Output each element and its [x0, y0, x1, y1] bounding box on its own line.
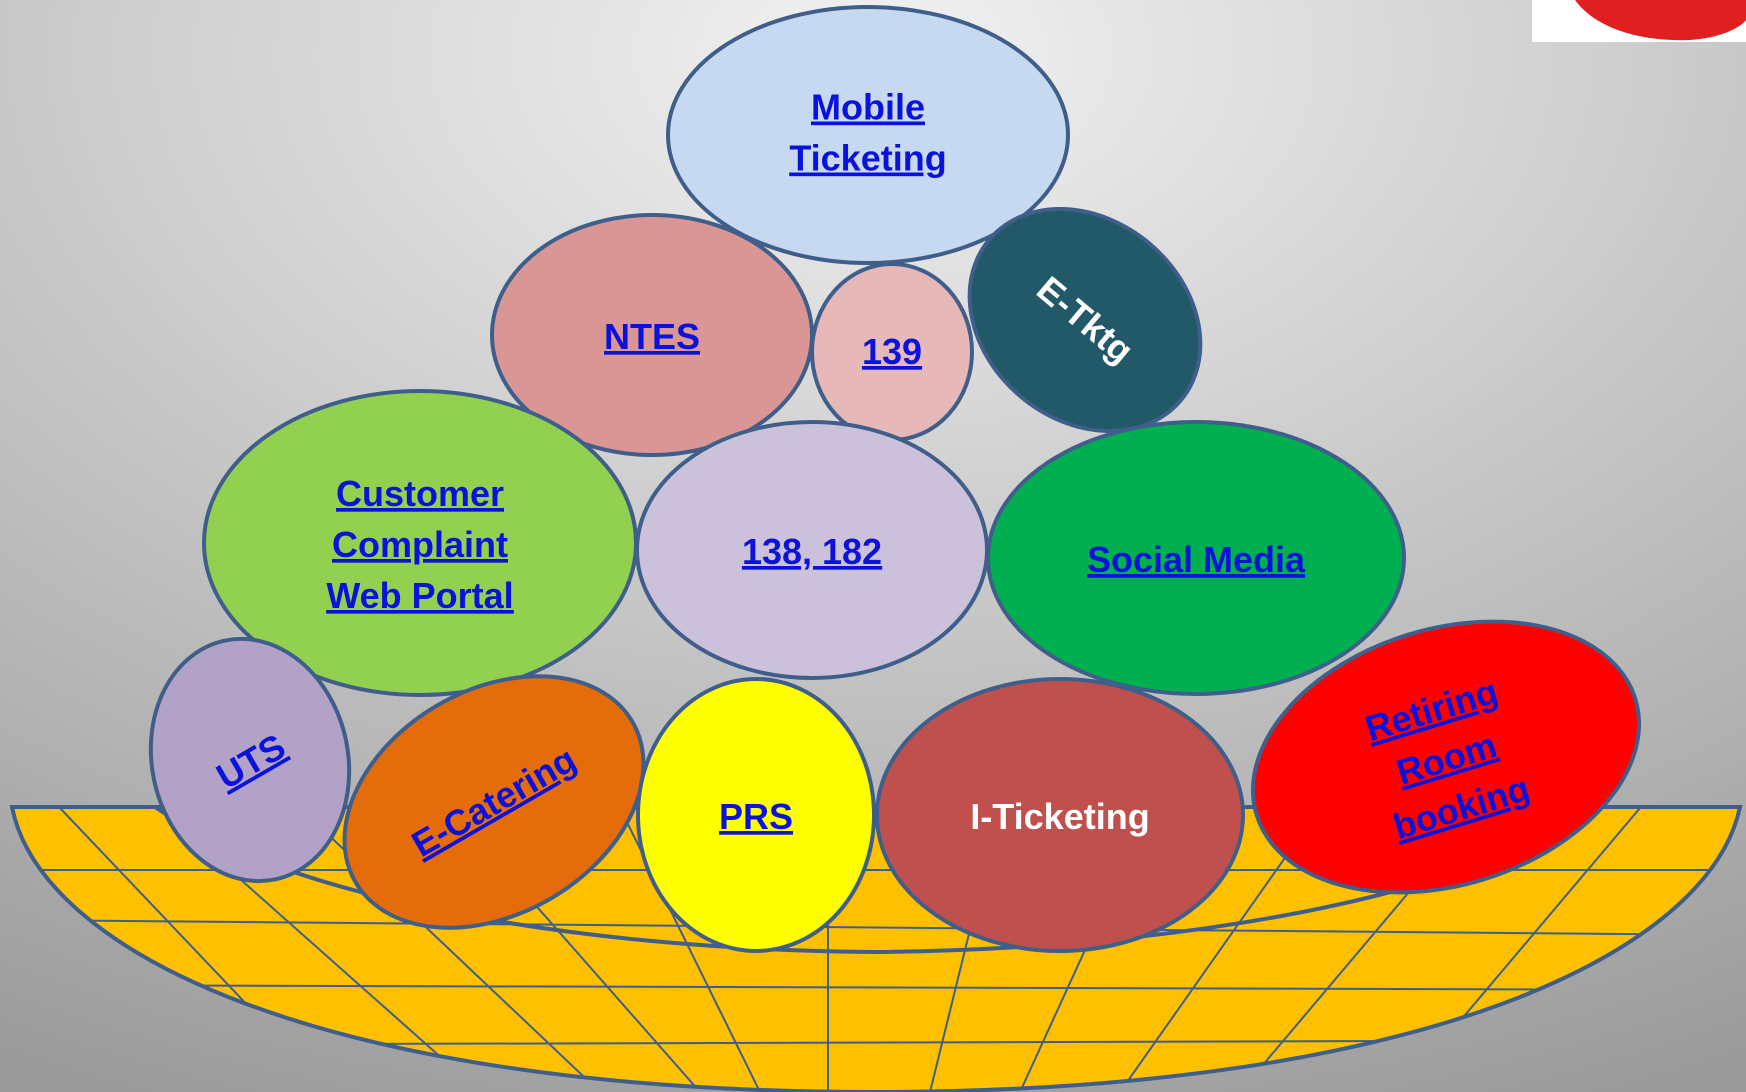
bubble-i-ticketing[interactable]: I-Ticketing — [875, 677, 1245, 953]
bubble-retiring-room-booking-shape — [1250, 619, 1642, 895]
bubble-mobile-ticketing-label-line-1[interactable]: Mobile — [811, 87, 925, 128]
bubble-e-catering-shape — [342, 674, 646, 930]
bubble-prs-shape — [636, 677, 876, 953]
bubble-uts-shape — [148, 636, 352, 884]
bubble-social-media[interactable]: Social Media — [986, 420, 1406, 696]
bubble-prs-label[interactable]: PRS — [719, 796, 793, 837]
bubble-138-182[interactable]: 138, 182 — [635, 420, 989, 680]
bubble-139[interactable]: 139 — [810, 262, 974, 442]
bubble-social-media-shape — [986, 420, 1406, 696]
bubble-social-media-label-line-1[interactable]: Social Media — [1087, 539, 1306, 580]
bubble-139-label[interactable]: 139 — [862, 331, 922, 372]
bubble-social-media-label[interactable]: Social Media — [1087, 539, 1306, 580]
bubble-i-ticketing-label[interactable]: I-Ticketing — [970, 796, 1149, 837]
bubble-138-182-label-line-1[interactable]: 138, 182 — [742, 531, 882, 572]
bubble-prs-label-line-1[interactable]: PRS — [719, 796, 793, 837]
bubble-mobile-ticketing-label-line-2[interactable]: Ticketing — [789, 138, 946, 179]
bubble-139-label-line-1[interactable]: 139 — [862, 331, 922, 372]
bubble-i-ticketing-label-line-1[interactable]: I-Ticketing — [970, 796, 1149, 837]
bubble-ntes[interactable]: NTES — [490, 213, 814, 457]
bubble-ntes-label-line-1[interactable]: NTES — [604, 316, 700, 357]
bubble-e-tktg-shape — [967, 206, 1203, 434]
bubble-e-tktg[interactable]: E-Tktg — [925, 163, 1245, 477]
bubble-e-catering[interactable]: E-Catering — [299, 625, 688, 979]
bubble-prs[interactable]: PRS — [636, 677, 876, 953]
corner-logo — [1532, 0, 1746, 42]
bubble-customer-complaint-web-portal-label-line-3[interactable]: Web Portal — [326, 575, 513, 616]
bubble-138-182-label[interactable]: 138, 182 — [742, 531, 882, 572]
bubble-mobile-ticketing-shape — [666, 5, 1070, 265]
bubble-uts[interactable]: UTS — [129, 620, 371, 899]
bubble-ntes-label[interactable]: NTES — [604, 316, 700, 357]
bubble-i-ticketing-shape — [875, 677, 1245, 953]
bubble-retiring-room-booking[interactable]: RetiringRoombooking — [1219, 577, 1673, 938]
bubble-customer-complaint-web-portal-label-line-2[interactable]: Complaint — [332, 524, 508, 565]
bubble-customer-complaint-web-portal-label-line-1[interactable]: Customer — [336, 473, 504, 514]
